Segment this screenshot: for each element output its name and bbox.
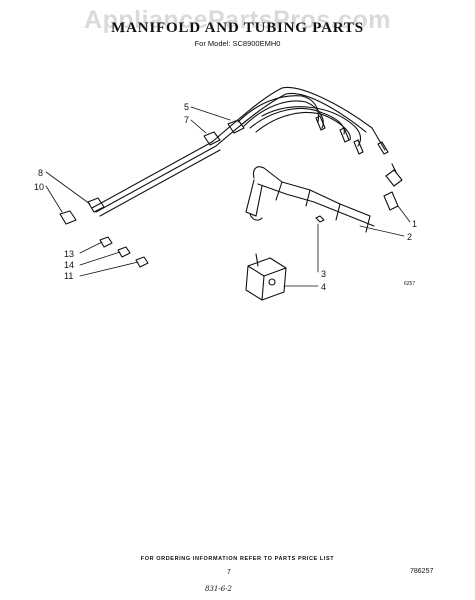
fitting-left [59,197,105,225]
callout-7: 7 [184,115,189,125]
page-number: 7 [227,569,231,576]
callout-2: 2 [407,232,412,242]
callout-3: 3 [321,269,326,279]
manifold-bracket [245,166,375,233]
manifold-tube-3 [99,149,221,217]
tube-branch-c [249,108,345,135]
manifold-tube-2 [95,92,367,213]
part-11 [135,256,149,268]
part-13 [99,236,113,248]
callout-14: 14 [64,260,74,270]
tube-end-4 [377,141,389,155]
watermark: AppliancePartsPros.com [84,6,391,34]
ordering-info: FOR ORDERING INFORMATION REFER TO PARTS … [140,556,335,562]
callout-13: 13 [64,249,74,259]
tube-end-1 [315,115,326,131]
callout-4: 4 [321,282,326,292]
manifold-tube-1 [91,86,386,209]
callout-1: 1 [412,219,417,229]
model-subtitle: For Model: SC8900EMH0 [194,39,281,48]
regulator [245,253,287,301]
tube-branch-b [243,100,324,129]
tube-end-2 [339,127,350,143]
part-14 [117,246,131,258]
manifold-tube-group [91,86,386,217]
handwritten-note: 831-6-2 [205,585,232,593]
callout-11: 11 [64,271,73,281]
tube-branch-d [255,112,351,141]
page-title: MANIFOLD AND TUBING PARTS [111,20,364,36]
tube-end-3 [353,139,364,155]
fitting-upper [203,119,245,146]
callout-5: 5 [184,102,189,112]
drawing-code: 6257 [404,281,416,287]
callout-labels: 1 2 3 4 5 7 8 10 11 13 14 [34,102,417,292]
callout-leaders [45,106,411,287]
valve-fitting [383,163,403,211]
part-code: 786257 [410,568,434,575]
callout-10: 10 [34,182,44,192]
callout-8: 8 [38,168,43,178]
tube-branch-e [261,106,362,147]
